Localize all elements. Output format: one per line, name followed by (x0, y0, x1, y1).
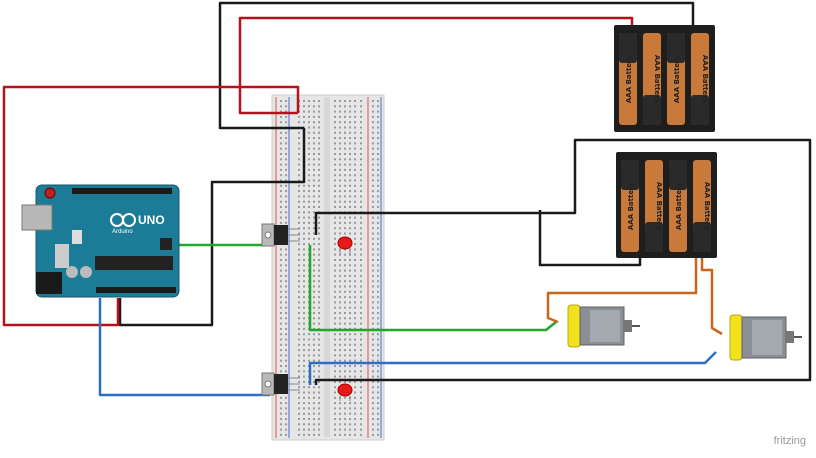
wire-blue-tip2-to-motor2 (308, 351, 717, 385)
reset-button (44, 187, 56, 199)
aaa-battery: AAA Battery (643, 33, 661, 125)
breadboard (271, 94, 385, 441)
wire-blue-pin-to-tip2 (98, 298, 270, 397)
wire-orange-batt2-to-motor2 (700, 258, 723, 336)
blue-wires (98, 298, 717, 397)
led-2 (337, 383, 353, 401)
arduino-brand-label: Arduino (112, 229, 133, 235)
wire-black-batt2 (538, 210, 642, 267)
battery-label: AAA Battery (653, 55, 661, 104)
wire-red-arduino-5v (2, 85, 300, 327)
arduino-logo: UNO Arduino (110, 213, 165, 235)
arduino-model-label: UNO (138, 213, 165, 227)
wire-black-top-loop (218, 1, 695, 130)
led-1 (337, 236, 353, 254)
wire-green-tip1-to-motor1 (308, 245, 557, 332)
battery-pack-1: AAA Battery AAA Battery AAA Battery AAA Bat… (614, 25, 715, 132)
transistor-1 (261, 223, 300, 247)
atmega-chip (95, 256, 173, 270)
red-wires (2, 16, 634, 327)
wire-orange-batt2-to-motor1 (546, 258, 698, 324)
battery-label: AAA Battery (655, 182, 663, 231)
transistor-2 (261, 372, 300, 396)
wire-red-top-loop (238, 16, 634, 115)
wire-black-arduino-gnd (118, 128, 306, 327)
fritzing-watermark: fritzing (773, 435, 806, 447)
wire-black-tip1 (314, 138, 812, 385)
battery-pack-2: AAA Battery AAA Battery AAA Battery AAA Bat… (616, 152, 717, 258)
battery-label: AAA Battery (675, 181, 683, 230)
aaa-battery: AAA Battery (691, 33, 709, 125)
aaa-battery: AAA Battery (693, 160, 711, 252)
aaa-battery: AAA Battery (619, 33, 637, 125)
aaa-battery: AAA Battery (645, 160, 663, 252)
battery-label: AAA Battery (701, 55, 709, 104)
black-wires (118, 1, 812, 385)
arduino-uno-board: UNO Arduino (21, 184, 180, 298)
battery-label: AAA Battery (703, 182, 711, 231)
aaa-battery: AAA Battery (669, 160, 687, 252)
battery-label: AAA Battery (627, 181, 635, 230)
dc-motor-1 (567, 304, 640, 348)
orange-wires (546, 258, 723, 336)
aaa-battery: AAA Battery (667, 33, 685, 125)
aaa-battery: AAA Battery (621, 160, 639, 252)
battery-label: AAA Battery (625, 54, 633, 103)
dc-motor-2 (729, 314, 802, 361)
battery-label: AAA Battery (673, 54, 681, 103)
